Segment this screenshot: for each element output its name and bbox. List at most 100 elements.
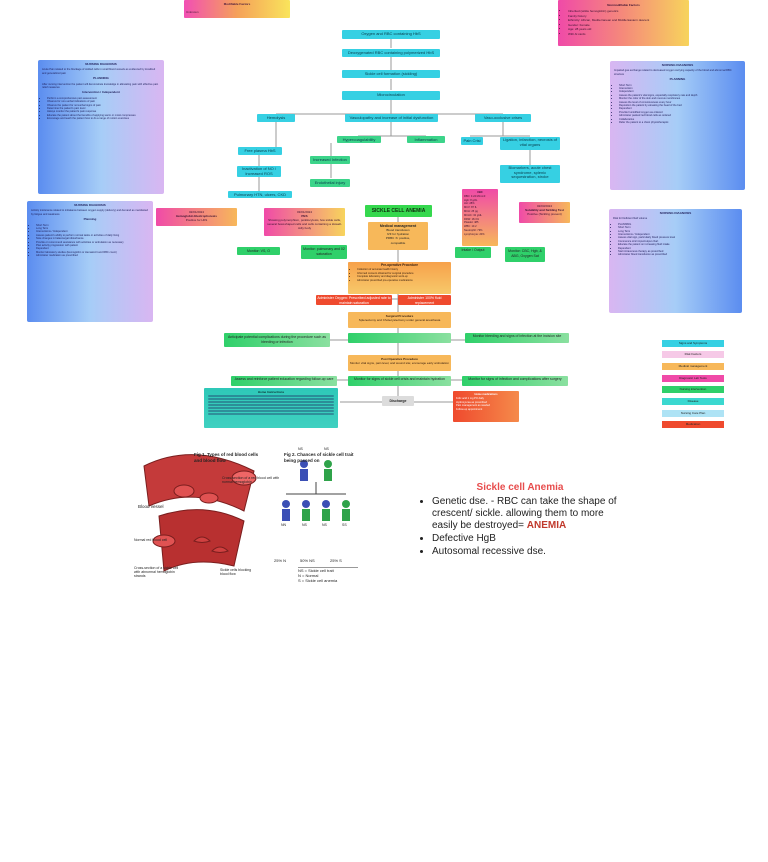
medical-management-line: PRBC 'A' positive, — [385, 236, 411, 241]
card-intervention-item: Dependent — [618, 247, 738, 250]
pedigree-child-label: NS — [322, 523, 327, 527]
pre-operative-item: Collection of accurate health history — [357, 268, 447, 272]
intervention-monitor-incision: Monitor bleeding and signs of infection … — [465, 333, 569, 343]
nonmodifiable-factor: Family history — [568, 14, 684, 19]
card-intro: Impaired gas exchange related to decreas… — [614, 69, 732, 76]
pedigree-parent-label: NS — [298, 447, 303, 451]
legend-item-care-plan: Nursing Care Plan — [662, 410, 724, 417]
medication-oxygen: Administer Oxygen: Prescribed adjusted r… — [316, 295, 392, 305]
fig1-title: Fig 1. Types of red blood cells and bloo… — [194, 452, 259, 463]
pre-operative-list: Collection of accurate health history In… — [352, 268, 447, 283]
post-operative-box: Post Operative Procedure Monitor vital s… — [348, 355, 451, 371]
illustration-svg — [143, 454, 350, 572]
card-intervention-list: Perform a comprehensive pain assessment … — [42, 97, 160, 121]
card-intervention-item: Administer packed red blood cells as ord… — [619, 114, 741, 117]
surgical-procedure-title: Surgical Procedure — [385, 314, 414, 318]
medical-management-line: IVF for hydration — [386, 232, 410, 237]
card-intervention-item: Short Term — [619, 84, 741, 87]
card-intervention-list: PLANNING Short Term Long Term Interventi… — [613, 223, 738, 257]
flow-node-pain-crisis: Pain Crisi — [461, 137, 483, 145]
card-intervention-item: Provide or recommend assistance with act… — [36, 241, 149, 244]
card-intervention-item: Interventions / Independent — [618, 233, 738, 236]
notes-item: Defective HgB — [432, 533, 620, 545]
card-interventions-title: Intervention / Independent — [82, 90, 120, 95]
lab-cbc: CBC RBC: 3.24 M/mm3 Hgb: 8 g/dL Hct: 28%… — [462, 189, 498, 246]
cbc-line: Platelet: 485 — [464, 221, 479, 225]
monitor-pulmonary: Monitor: pulmonary and 02 saturation — [301, 245, 347, 259]
lab-hemoglobin-electrophoresis: 02/01/2024 Hemoglobin Electrophoresis Po… — [156, 208, 237, 226]
card-title: NURSING DIAGNOSIS — [85, 62, 117, 66]
pedigree-parent-label: NS — [324, 447, 329, 451]
flow-node-endothelial-injury: Endothelial injury — [310, 179, 350, 187]
medical-management-line: Blood transfusion — [386, 228, 410, 232]
legend-item-risk: Risk Factors — [662, 351, 724, 358]
card-planning-title: PLANNING — [93, 76, 109, 81]
pedigree-key: NS = Sickle cell trait N = Normal S = Si… — [298, 567, 358, 583]
nursing-care-card-gas-exchange: NURSING DIAGNOSIS Impaired gas exchange … — [610, 61, 745, 190]
legend-item-signs: Signs and Symptoms — [662, 340, 724, 347]
flow-node-sickling: Sickle cell formation (sickling) — [342, 70, 440, 78]
card-intro: Activity intolerance related to imbalanc… — [31, 209, 148, 216]
notes-item: Genetic dse. - RBC can take the shape of… — [432, 496, 620, 532]
home-instructions-box: Home Instructions — [204, 388, 338, 428]
cbc-line: MCH: 25 pg — [464, 209, 478, 213]
nonmodifiable-factors-title: Nonmodifiable Factors — [607, 3, 640, 7]
cbc-line: Hgb: 8 g/dL — [464, 198, 478, 202]
flow-node-biomarkers: Biomarkers, acute chest syndrome, spleni… — [500, 165, 560, 183]
monitor-labs: Monitor: CBC, Hgb, & ABG, Oxygen Sat — [505, 247, 545, 262]
card-intervention-item: Plan activity progression with patient — [36, 244, 149, 247]
pre-operative-item: Complete laboratory and diagnostic work-… — [357, 275, 447, 279]
nursing-care-card-activity: NURSING DIAGNOSIS Activity intolerance r… — [27, 201, 153, 322]
card-intervention-item: Dependent — [36, 247, 149, 250]
figure-label: Sickle cells blocking blood flow — [220, 568, 252, 577]
pedigree-percent: 50% NS — [300, 558, 315, 563]
card-intervention-item: Administer blood transfusion as prescrib… — [618, 253, 738, 256]
card-intervention-item: PLANNING — [618, 223, 738, 226]
notes-item: Autosomal recessive dse. — [432, 546, 620, 558]
lab-date: 02/03/2024 — [536, 204, 552, 208]
cbc-line: RDW: 18.1% — [464, 217, 479, 221]
figure-label: Blood vessel — [138, 504, 164, 509]
figure-label: Cross-section of a sickle cell with abno… — [134, 566, 179, 579]
card-title: NURSING DIAGNOSIS — [74, 203, 106, 207]
notes-list: Genetic dse. - RBC can take the shape of… — [420, 496, 620, 558]
nursing-care-card-pain: NURSING DIAGNOSIS Acute Pain related to … — [38, 60, 164, 194]
legend: Signs and Symptoms Risk Factors Medical … — [662, 340, 724, 430]
home-instructions-title: Home Instructions — [257, 390, 285, 394]
flow-node-hypercoagulability: Hypercoagulability — [337, 136, 381, 143]
medication-fluid: Administer 100% fluid replacement — [398, 295, 451, 305]
home-medication-item: Follow-up appointment — [456, 408, 483, 412]
surgical-procedure-body: Splenectomy and Cholecystectomy under ge… — [358, 318, 441, 323]
card-intervention-item: Assess the patient's vital signs, especi… — [619, 94, 741, 97]
card-intervention-item: Monitor laboratory studies (Hemoglobin o… — [36, 251, 149, 254]
modifiable-factors-title: Modifiable Factors — [223, 2, 251, 6]
lab-title: CBC — [477, 191, 483, 194]
nonmodifiable-factor: Age: 28 years old — [568, 27, 684, 32]
flow-node-ligation-infarction: Ligation, infarction, necrosis of vital … — [500, 137, 560, 150]
lab-body: Showing polymorphism, poikilocytosis, fe… — [267, 218, 342, 230]
flow-node-hemolysis: Hemolysis — [257, 114, 295, 122]
pre-operative-title: Pre-operative Procedure — [380, 263, 419, 267]
flow-node-no-inactivation: Inactivation of NO / Increased ROS — [237, 166, 281, 177]
flow-node-oxygen-rbc: Oxygen and RBC containing HbS — [342, 30, 440, 39]
intervention-crisis: Monitor for signs of sickle cell crisis … — [348, 376, 451, 386]
card-intervention-item: Collaborative — [619, 118, 741, 121]
card-intervention-item: Assess vital sign, particularly blood pr… — [618, 236, 738, 239]
home-medication-item: Pain management as needed — [456, 404, 490, 408]
nonmodifiable-factor: Inherited (sickle hemoglobin) genetics — [568, 9, 684, 14]
card-intervention-item: Educate the patient about the benefits o… — [47, 114, 160, 117]
legend-item-disease: Disease — [662, 398, 724, 405]
figure-label: Cross-section of a red blood cell with n… — [222, 476, 280, 485]
surgical-procedure-box: Surgical Procedure Splenectomy and Chole… — [348, 312, 451, 328]
flow-node-deoxygenated-rbc: Deoxygenated RBC containing polymerized … — [342, 49, 440, 57]
card-intervention-item: Note changes in balance/gait disturbance — [36, 237, 149, 240]
card-intro: Risk for Deficient fluid volume — [613, 217, 648, 221]
card-intervention-item: Interventions / Independent — [36, 230, 149, 233]
sickle-cell-illustration: Fig 1. Types of red blood cells and bloo… — [124, 446, 360, 594]
card-intervention-item: Assess the level of consciousness every … — [619, 101, 741, 104]
lab-date: 02/01/2024 — [188, 210, 204, 214]
card-intervention-item: Encourage and teach the patient how to d… — [47, 117, 160, 120]
cbc-line: Neutrophil: 73% — [464, 228, 483, 232]
card-intervention-item: Short Term — [36, 224, 149, 227]
notes-emphasis: ANEMIA — [526, 520, 567, 531]
